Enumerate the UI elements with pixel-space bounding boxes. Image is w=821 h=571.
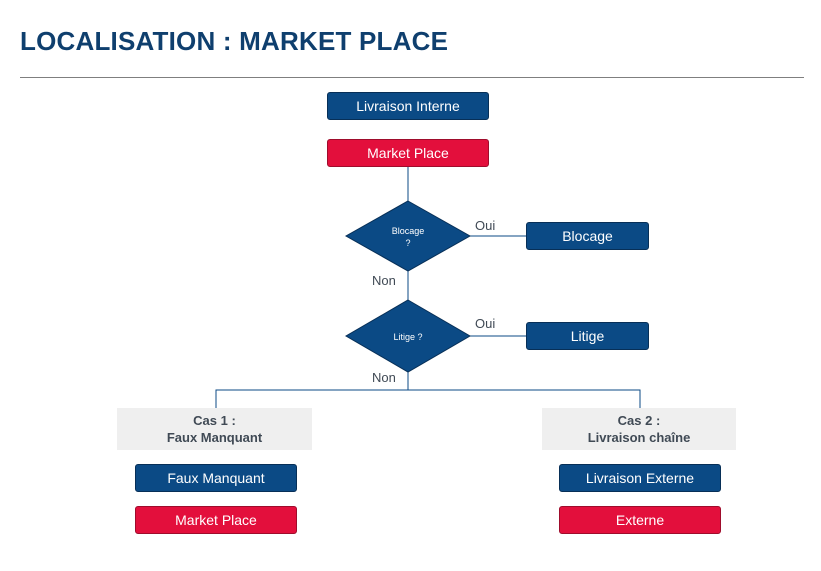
faux-manquant-box: Faux Manquant (135, 464, 297, 492)
externe-box: Externe (559, 506, 721, 534)
case-2-subtitle: Livraison chaîne (587, 430, 691, 445)
litige-question: Litige ? (393, 332, 422, 342)
case-1-label: Cas 1 : Faux Manquant (117, 408, 312, 450)
case-2-title: Cas 2 : (617, 413, 661, 428)
edge-label-oui-blocage: Oui (475, 218, 496, 233)
livraison-externe-box: Livraison Externe (559, 464, 721, 492)
litige-decision-diamond (345, 299, 471, 373)
connector-litige-non-right (408, 389, 641, 408)
title-divider (20, 77, 804, 78)
livraison-interne-box: Livraison Interne (327, 92, 489, 120)
case-2-label: Cas 2 : Livraison chaîne (542, 408, 736, 450)
connector-litige-non (215, 372, 409, 408)
blocage-box: Blocage (526, 222, 649, 250)
case-1-title: Cas 1 : (193, 413, 236, 428)
litige-box: Litige (526, 322, 649, 350)
blocage-question-line2: ? (405, 238, 410, 248)
market-place-top-box: Market Place (327, 139, 489, 167)
edge-label-oui-litige: Oui (475, 316, 496, 331)
page-title: LOCALISATION : MARKET PLACE (20, 26, 449, 56)
case-1-subtitle: Faux Manquant (166, 430, 263, 445)
edge-label-non-litige: Non (372, 370, 396, 385)
market-place-bottom-box: Market Place (135, 506, 297, 534)
edge-label-non-blocage: Non (372, 273, 396, 288)
blocage-decision-diamond (344, 200, 472, 272)
blocage-question-line1: Blocage (392, 226, 425, 236)
